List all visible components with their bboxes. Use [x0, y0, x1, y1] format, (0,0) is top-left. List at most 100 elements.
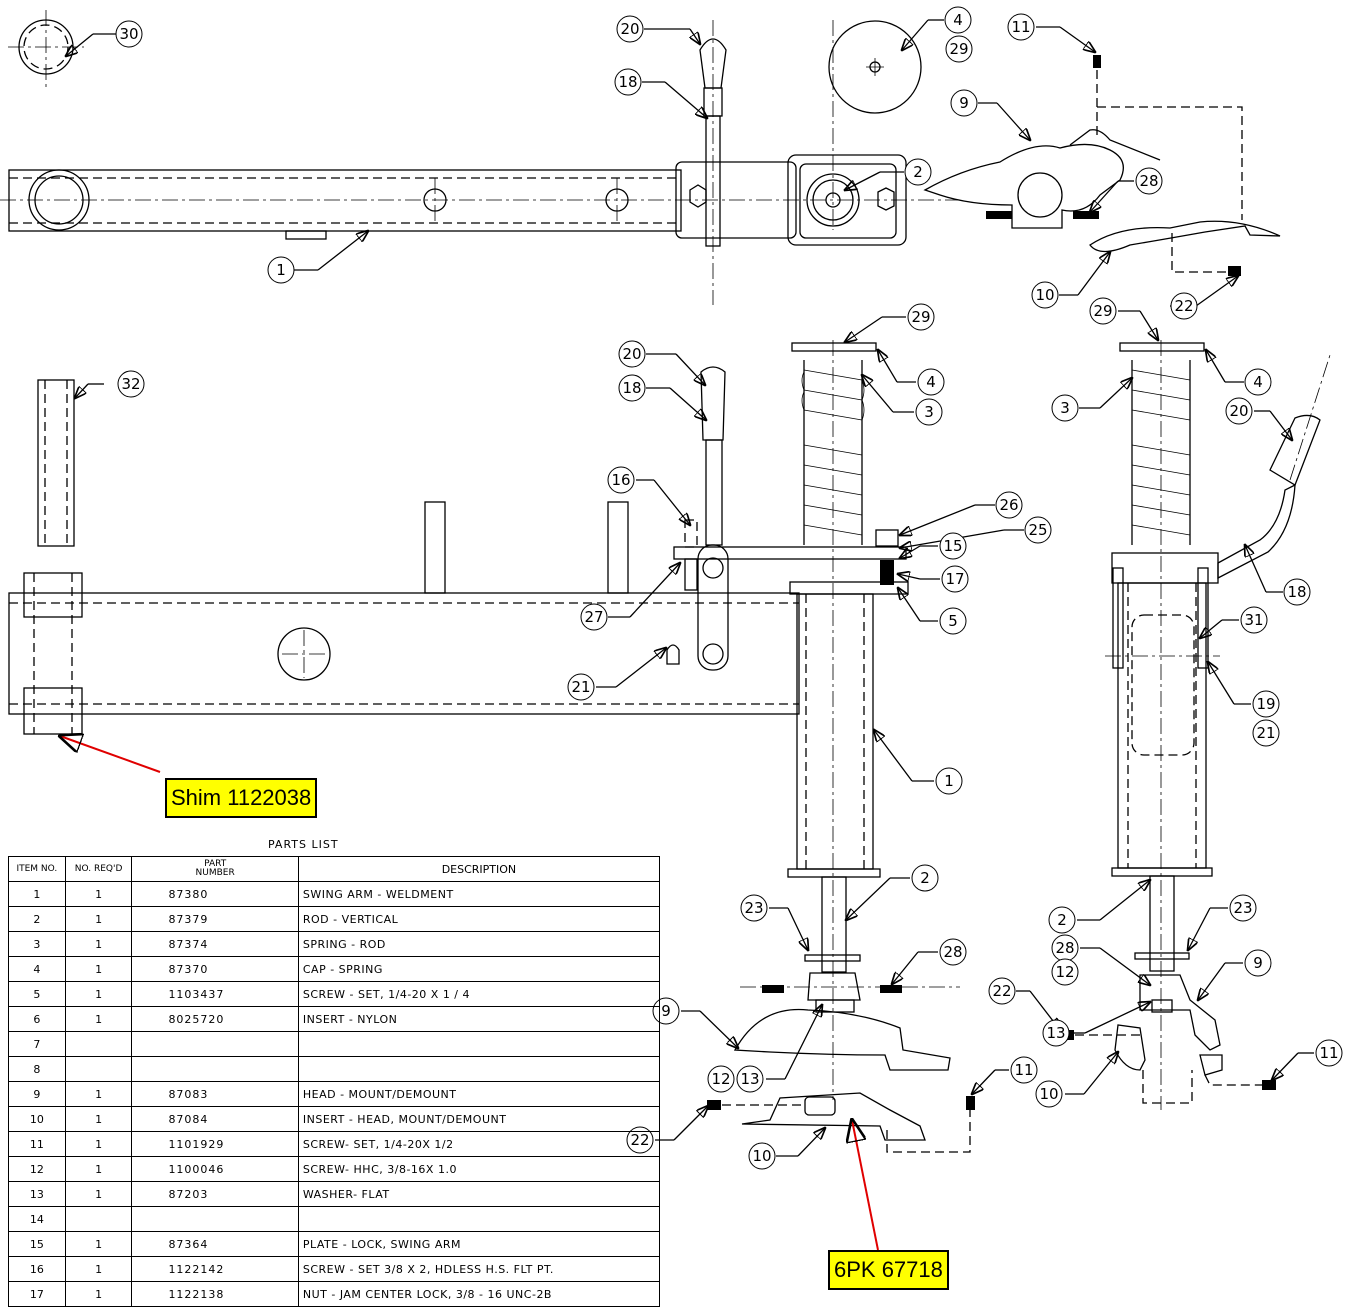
- row-part-number: 87380: [131, 881, 299, 907]
- row-item-no: 1: [8, 881, 66, 907]
- row-part-number: 87379: [131, 906, 299, 932]
- balloon: 21: [1252, 719, 1280, 747]
- balloon: 29: [1089, 297, 1117, 325]
- row-item-no: 12: [8, 1156, 66, 1182]
- row-part-number: 87084: [131, 1106, 299, 1132]
- balloon-number: 22: [1174, 297, 1193, 315]
- balloon-number: 29: [1093, 302, 1112, 320]
- balloon: 3: [1051, 394, 1079, 422]
- balloon-number: 4: [953, 11, 963, 29]
- balloon: 18: [614, 68, 642, 96]
- row-part-number: 1103437: [131, 981, 299, 1007]
- row-description: SPRING - ROD: [297, 931, 661, 957]
- row-part-number: 8025720: [131, 1006, 299, 1032]
- row-item-no: 2: [8, 906, 66, 932]
- balloon: 1: [935, 767, 963, 795]
- balloon-number: 20: [622, 345, 641, 363]
- balloon: 2: [911, 864, 939, 892]
- row-item-no: 4: [8, 956, 66, 982]
- balloon-number: 2: [913, 163, 923, 181]
- row-description: [297, 1206, 661, 1232]
- row-qty: 1: [64, 1081, 133, 1107]
- balloon: 11: [1007, 13, 1035, 41]
- parts-table-header: ITEM NO. NO. REQ'D PART NUMBER DESCRIPTI…: [8, 856, 661, 882]
- row-part-number: 87370: [131, 956, 299, 982]
- balloon-number: 18: [622, 379, 641, 397]
- balloon: 4: [944, 6, 972, 34]
- balloon-number: 28: [1139, 172, 1158, 190]
- balloon-number: 26: [999, 496, 1018, 514]
- balloon: 23: [1229, 894, 1257, 922]
- balloon: 11: [1315, 1039, 1343, 1067]
- balloon: 31: [1240, 606, 1268, 634]
- pack-callout: 6PK 67718: [828, 1250, 949, 1290]
- balloon: 22: [988, 977, 1016, 1005]
- balloon-number: 2: [1057, 911, 1067, 929]
- row-qty: 1: [64, 981, 133, 1007]
- row-part-number: [131, 1056, 299, 1082]
- balloon: 12: [707, 1065, 735, 1093]
- balloon-number: 4: [1253, 373, 1263, 391]
- row-item-no: 3: [8, 931, 66, 957]
- row-part-number: 87203: [131, 1181, 299, 1207]
- row-description: PLATE - LOCK, SWING ARM: [297, 1231, 661, 1257]
- balloon-number: 21: [571, 678, 590, 696]
- row-description: WASHER- FLAT: [297, 1181, 661, 1207]
- balloon-number: 13: [740, 1070, 759, 1088]
- row-qty: 1: [64, 931, 133, 957]
- balloon: 12: [1051, 958, 1079, 986]
- balloon-number: 11: [1319, 1044, 1338, 1062]
- balloon: 20: [618, 340, 646, 368]
- balloon: 10: [1035, 1080, 1063, 1108]
- balloon-number: 23: [1233, 899, 1252, 917]
- row-qty: 1: [64, 881, 133, 907]
- balloon: 9: [1244, 949, 1272, 977]
- row-item-no: 6: [8, 1006, 66, 1032]
- row-qty: 1: [64, 956, 133, 982]
- balloon: 18: [618, 374, 646, 402]
- row-item-no: 13: [8, 1181, 66, 1207]
- balloon: 25: [1024, 516, 1052, 544]
- balloon: 9: [950, 89, 978, 117]
- row-qty: 1: [64, 906, 133, 932]
- row-qty: 1: [64, 1181, 133, 1207]
- header-qty: NO. REQ'D: [64, 856, 133, 882]
- row-qty: 1: [64, 1131, 133, 1157]
- row-qty: [64, 1056, 133, 1082]
- row-qty: 1: [64, 1156, 133, 1182]
- row-part-number: [131, 1031, 299, 1057]
- row-description: SCREW - SET, 1/4-20 X 1 / 4: [297, 981, 661, 1007]
- balloon: 28: [1135, 167, 1163, 195]
- balloon: 20: [616, 15, 644, 43]
- row-part-number: 1122138: [131, 1281, 299, 1307]
- balloon-number: 10: [752, 1147, 771, 1165]
- balloon-number: 10: [1035, 286, 1054, 304]
- balloon-number: 17: [945, 570, 964, 588]
- balloon: 5: [939, 607, 967, 635]
- row-item-no: 7: [8, 1031, 66, 1057]
- balloon-number: 30: [119, 25, 138, 43]
- balloon-number: 11: [1014, 1061, 1033, 1079]
- shim-callout: Shim 1122038: [165, 778, 318, 818]
- row-item-no: 9: [8, 1081, 66, 1107]
- row-part-number: 87364: [131, 1231, 299, 1257]
- balloon-number: 1: [276, 261, 286, 279]
- balloon-number: 19: [1256, 695, 1275, 713]
- balloon: 28: [939, 938, 967, 966]
- row-description: ROD - VERTICAL: [297, 906, 661, 932]
- balloon: 23: [740, 894, 768, 922]
- row-description: INSERT - HEAD, MOUNT/DEMOUNT: [297, 1106, 661, 1132]
- balloon-number: 9: [661, 1002, 671, 1020]
- row-part-number: 87374: [131, 931, 299, 957]
- pack-pointer-arrow: [852, 1120, 879, 1251]
- balloon-number: 15: [943, 537, 962, 555]
